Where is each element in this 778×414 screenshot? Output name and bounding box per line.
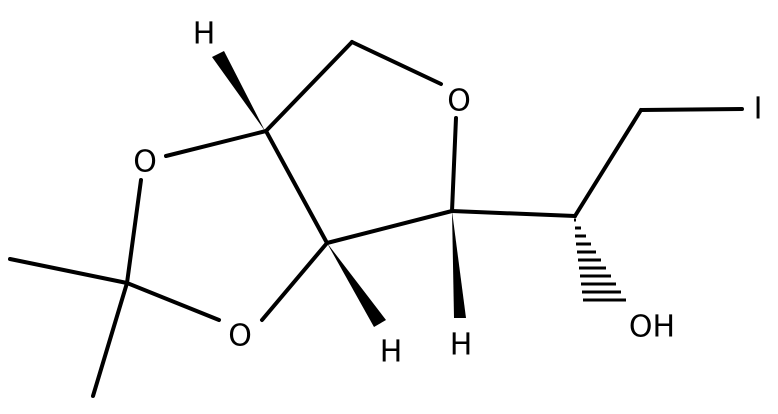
atom-labels: O O O OH I H H H	[133, 17, 762, 370]
bond-c3a-to-c6a	[264, 129, 329, 245]
hydrogen-top-label: H	[193, 17, 216, 52]
hydroxyl-label: OH	[629, 310, 675, 345]
bond-c2-to-methyl-left	[8, 257, 129, 285]
bonds	[8, 40, 744, 398]
hash-bond-c1prime-oh	[574, 218, 626, 302]
bond-c2-to-methyl-down	[91, 281, 129, 398]
bond-c1prime-to-ch2i	[573, 108, 643, 218]
hydrogen-bottom-left-label: H	[380, 335, 403, 370]
bond-ch2-to-ring-o	[350, 40, 443, 86]
bond-c3a-to-o1	[164, 129, 268, 158]
wedge-c3a-h-top	[212, 51, 265, 131]
bond-c4-to-c6a	[325, 209, 454, 245]
iodine-label: I	[754, 92, 763, 127]
hydrogen-bottom-right-label: H	[450, 328, 473, 363]
wedge-c4-h-bottom	[452, 211, 466, 318]
bond-c2-to-o3	[125, 281, 221, 322]
bond-o1-to-c2	[125, 178, 143, 285]
bond-ch2i-to-iodine	[639, 107, 744, 112]
wedge-c6a-h-bottom	[327, 243, 386, 327]
dioxolane-oxygen-left-label: O	[133, 145, 157, 180]
wedge-bonds	[212, 51, 466, 327]
bond-o3-to-c6a	[260, 241, 329, 322]
bond-ch2-to-c3a	[264, 40, 354, 133]
bond-c4-to-c1prime	[450, 209, 577, 218]
bond-ring-o-to-c4	[450, 116, 458, 213]
dioxolane-oxygen-bottom-label: O	[228, 319, 252, 354]
ring-oxygen-label: O	[447, 84, 471, 119]
